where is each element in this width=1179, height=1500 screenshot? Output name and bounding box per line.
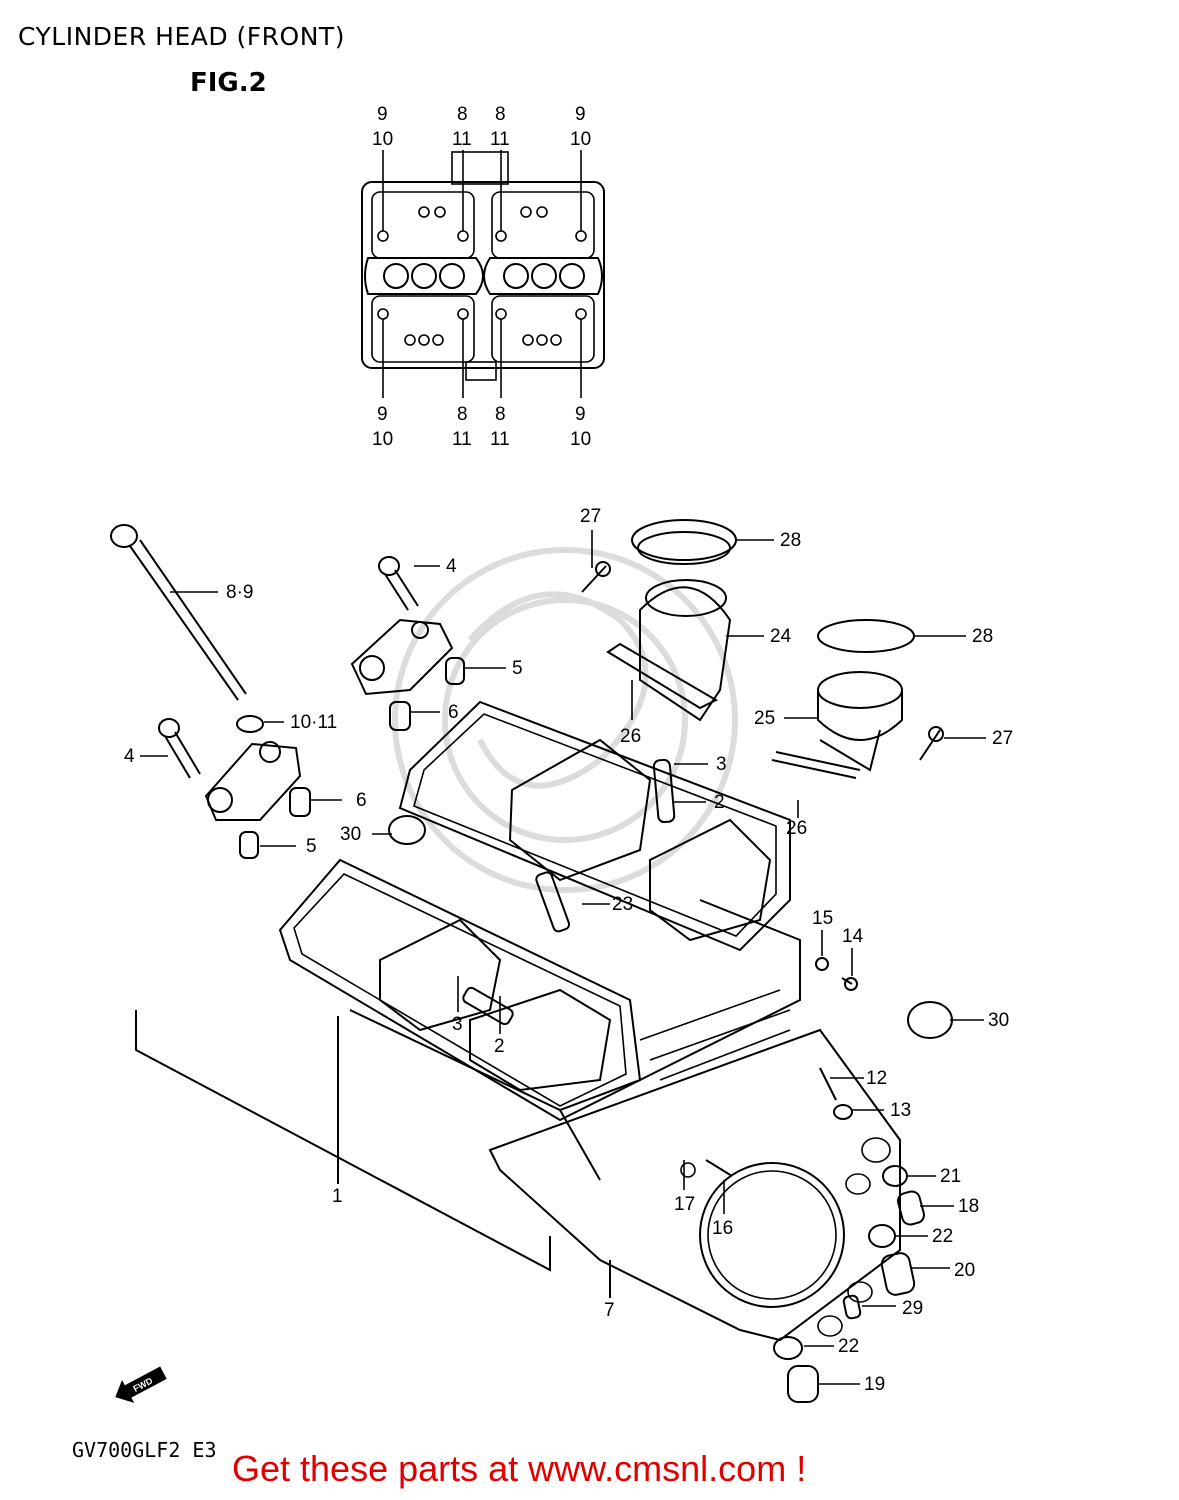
tv-label: 8 xyxy=(495,404,506,425)
callout-25: 25 xyxy=(754,708,775,729)
callout-23: 23 xyxy=(612,894,633,915)
top-view xyxy=(361,150,605,398)
promo-banner: Get these parts at www.cmsnl.com ! xyxy=(232,1448,807,1489)
callout-17: 17 xyxy=(674,1194,695,1215)
callout-18: 18 xyxy=(958,1196,979,1217)
callout-20: 20 xyxy=(954,1260,975,1281)
callout-13: 13 xyxy=(890,1100,911,1121)
figure-label: FIG.2 xyxy=(190,68,267,98)
callout-22: 22 xyxy=(838,1336,859,1357)
callout-10-11: 10·11 xyxy=(290,712,337,733)
callout-15: 15 xyxy=(812,908,833,929)
callout-5: 5 xyxy=(512,658,523,679)
tv-label: 8 xyxy=(457,404,468,425)
callout-labels: 27 28 4 8·9 24 28 5 6 10·11 25 26 27 4 3… xyxy=(124,506,1013,1395)
callout-4: 4 xyxy=(124,746,135,767)
top-view-labels: 9 10 8 11 8 11 9 10 9 10 8 11 8 11 9 10 xyxy=(372,104,591,450)
callout-8-9: 8·9 xyxy=(226,582,253,603)
callout-26: 26 xyxy=(620,726,641,747)
callout-16: 16 xyxy=(712,1218,733,1239)
callout-29: 29 xyxy=(902,1298,923,1319)
tv-label: 9 xyxy=(575,404,586,425)
tv-label: 11 xyxy=(452,429,472,450)
callout-19: 19 xyxy=(864,1374,885,1395)
callout-28: 28 xyxy=(972,626,993,647)
tv-label: 8 xyxy=(495,104,506,125)
callout-3: 3 xyxy=(452,1014,463,1035)
callout-2: 2 xyxy=(494,1036,505,1057)
callout-27: 27 xyxy=(580,506,601,527)
callout-6: 6 xyxy=(448,702,459,723)
callout-14: 14 xyxy=(842,926,864,947)
tv-label: 8 xyxy=(457,104,468,125)
tv-label: 11 xyxy=(490,129,510,150)
callout-7: 7 xyxy=(604,1300,615,1321)
callout-30: 30 xyxy=(988,1010,1009,1031)
callout-12: 12 xyxy=(866,1068,887,1089)
fwd-arrow-icon: FWD xyxy=(115,1366,167,1403)
tv-label: 9 xyxy=(575,104,586,125)
model-code: GV700GLF2 E3 xyxy=(72,1438,217,1462)
callout-3: 3 xyxy=(716,754,727,775)
callout-1: 1 xyxy=(332,1186,343,1207)
page-title: CYLINDER HEAD (FRONT) xyxy=(18,22,345,51)
callout-5: 5 xyxy=(306,836,317,857)
callout-4: 4 xyxy=(446,556,457,577)
callout-26: 26 xyxy=(786,818,807,839)
callout-24: 24 xyxy=(770,626,792,647)
callout-27: 27 xyxy=(992,728,1013,749)
callout-2: 2 xyxy=(714,792,725,813)
tv-label: 10 xyxy=(570,429,591,450)
watermark-logo xyxy=(392,547,738,893)
callout-22: 22 xyxy=(932,1226,953,1247)
tv-label: 11 xyxy=(490,429,510,450)
tv-label: 9 xyxy=(377,404,388,425)
callout-21: 21 xyxy=(940,1166,961,1187)
tv-label: 9 xyxy=(377,104,388,125)
tv-label: 10 xyxy=(570,129,591,150)
tv-label: 11 xyxy=(452,129,472,150)
tv-label: 10 xyxy=(372,129,393,150)
callout-28: 28 xyxy=(780,530,801,551)
callout-30: 30 xyxy=(340,824,361,845)
exploded-view xyxy=(110,519,986,1403)
callout-6: 6 xyxy=(356,790,367,811)
tv-label: 10 xyxy=(372,429,393,450)
